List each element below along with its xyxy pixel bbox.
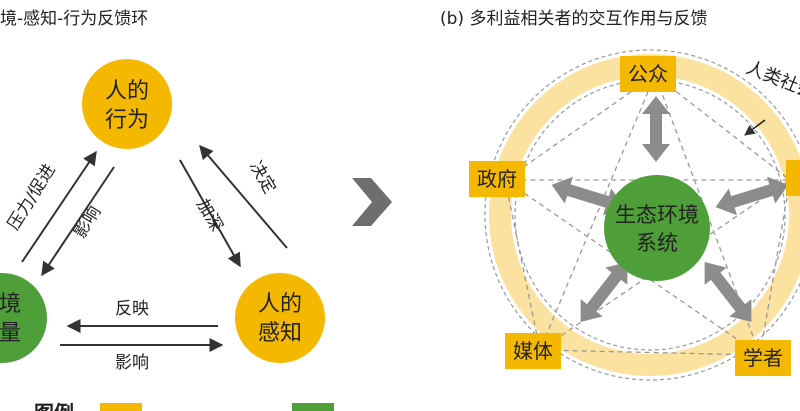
panel-b-title: (b) 多利益相关者的交互作用与反馈 [440, 9, 708, 29]
perception-node-line2: 感知 [258, 321, 302, 346]
stakeholder-box-right-partial [786, 160, 800, 196]
behavior-node-line1: 人的 [105, 79, 149, 104]
perception-node-line1: 人的 [258, 292, 302, 317]
transition-arrow [352, 178, 392, 226]
decide-arrow [199, 144, 288, 249]
perception-node [235, 273, 325, 363]
influence-bottom-label: 影响 [115, 353, 149, 373]
environment-node-line2: 量 [0, 321, 21, 346]
legend-swatch-yellow [100, 403, 142, 411]
stakeholder-government: 政府 [469, 161, 525, 197]
deepen-label: 加深 [192, 196, 226, 235]
stakeholder-public: 公众 [620, 56, 676, 92]
influence-left-arrow [41, 166, 115, 277]
environment-node [0, 273, 47, 363]
panel-a-title: 境-感知-行为反馈环 [0, 9, 149, 29]
ecosystem-node [604, 175, 710, 281]
reflect-label: 反映 [115, 299, 149, 319]
deepen-arrow [179, 159, 241, 268]
behavior-node [82, 59, 172, 149]
legend-title: 图例 [34, 401, 74, 411]
ring-outer-dashed [484, 49, 800, 381]
influence-left-label: 影响 [70, 203, 105, 242]
ecosystem-line2: 系统 [636, 231, 678, 255]
behavior-node-line2: 行为 [105, 108, 149, 133]
pressure-label: 压力/促进 [4, 161, 60, 234]
stakeholder-media: 媒体 [505, 333, 561, 369]
pressure-arrow [21, 150, 97, 263]
decide-label: 决定 [245, 158, 279, 197]
legend-swatch-green [292, 403, 334, 411]
interaction-arrows [551, 96, 789, 322]
society-pointer-arrow [744, 119, 766, 136]
environment-node-line1: 境 [0, 292, 21, 317]
ring-inner-dashed [514, 79, 786, 351]
ecosystem-line1: 生态环境 [615, 203, 699, 227]
stakeholder-scholar: 学者 [735, 340, 791, 376]
